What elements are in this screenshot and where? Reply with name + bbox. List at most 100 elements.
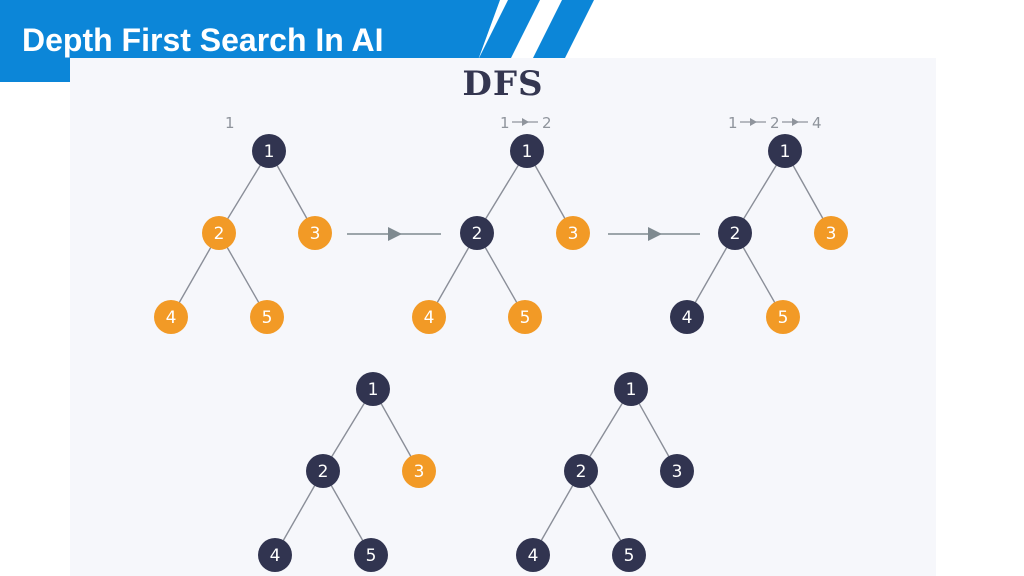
visited-node-circle xyxy=(356,372,390,406)
header-banner-stripe xyxy=(478,0,540,60)
traversal-path-arrowhead xyxy=(792,118,799,126)
unvisited-node-circle xyxy=(202,216,236,250)
traversal-path-node: 1 xyxy=(225,114,235,132)
tree-node: 1 xyxy=(510,134,544,168)
tree-node-label: 5 xyxy=(262,308,273,328)
tree-node-label: 4 xyxy=(682,308,693,328)
unvisited-node-circle xyxy=(814,216,848,250)
unvisited-node-circle xyxy=(508,300,542,334)
traversal-path-label: 1 xyxy=(225,114,235,132)
traversal-path-arrowhead xyxy=(750,118,757,126)
tree-node-label: 4 xyxy=(166,308,177,328)
unvisited-node-circle xyxy=(154,300,188,334)
tree-node-label: 2 xyxy=(576,462,587,482)
traversal-path-node: 1 xyxy=(500,114,510,132)
visited-node-circle xyxy=(768,134,802,168)
step-arrow xyxy=(608,227,700,241)
tree-node: 3 xyxy=(660,454,694,488)
tree-node: 5 xyxy=(612,538,646,572)
visited-node-circle xyxy=(252,134,286,168)
unvisited-node-circle xyxy=(250,300,284,334)
tree-node: 3 xyxy=(298,216,332,250)
tree-node-label: 4 xyxy=(528,546,539,566)
visited-node-circle xyxy=(306,454,340,488)
dfs-step-tree: 1 2 3 4 5 xyxy=(258,372,436,572)
tree-node-label: 3 xyxy=(568,224,579,244)
visited-node-circle xyxy=(258,538,292,572)
tree-node: 1 xyxy=(252,134,286,168)
tree-node-label: 1 xyxy=(264,142,275,162)
tree-node: 4 xyxy=(258,538,292,572)
step-arrow xyxy=(347,227,441,241)
tree-node-label: 2 xyxy=(472,224,483,244)
tree-node-label: 1 xyxy=(522,142,533,162)
unvisited-node-circle xyxy=(412,300,446,334)
tree-node-label: 3 xyxy=(826,224,837,244)
tree-node: 2 xyxy=(718,216,752,250)
tree-node: 1 xyxy=(356,372,390,406)
tree-node: 2 xyxy=(564,454,598,488)
header-banner-stripe xyxy=(532,0,594,60)
unvisited-node-circle xyxy=(556,216,590,250)
traversal-path-node: 1 xyxy=(728,114,738,132)
tree-node-label: 2 xyxy=(730,224,741,244)
visited-node-circle xyxy=(510,134,544,168)
tree-node: 2 xyxy=(306,454,340,488)
tree-node-label: 1 xyxy=(626,380,637,400)
tree-node-label: 5 xyxy=(624,546,635,566)
visited-node-circle xyxy=(718,216,752,250)
visited-node-circle xyxy=(612,538,646,572)
traversal-path-node: 2 xyxy=(542,114,552,132)
tree-node-label: 1 xyxy=(368,380,379,400)
tree-node-label: 5 xyxy=(520,308,531,328)
traversal-path-node: 4 xyxy=(812,114,822,132)
tree-node: 4 xyxy=(670,300,704,334)
visited-node-circle xyxy=(460,216,494,250)
tree-node-label: 3 xyxy=(310,224,321,244)
tree-node: 5 xyxy=(508,300,542,334)
visited-node-circle xyxy=(614,372,648,406)
diagram-title: DFS xyxy=(462,64,544,104)
tree-node-label: 3 xyxy=(414,462,425,482)
tree-node: 5 xyxy=(354,538,388,572)
tree-node-label: 1 xyxy=(780,142,791,162)
tree-node-label: 4 xyxy=(424,308,435,328)
unvisited-node-circle xyxy=(298,216,332,250)
unvisited-node-circle xyxy=(402,454,436,488)
tree-node: 4 xyxy=(154,300,188,334)
tree-node: 1 xyxy=(768,134,802,168)
visited-node-circle xyxy=(670,300,704,334)
tree-node-label: 5 xyxy=(366,546,377,566)
tree-node-label: 4 xyxy=(270,546,281,566)
tree-node-label: 3 xyxy=(672,462,683,482)
visited-node-circle xyxy=(354,538,388,572)
tree-node: 5 xyxy=(766,300,800,334)
tree-node: 4 xyxy=(412,300,446,334)
dfs-step-tree: 1 2 3 4 5 1 xyxy=(154,114,332,334)
tree-node: 4 xyxy=(516,538,550,572)
tree-node: 5 xyxy=(250,300,284,334)
tree-node: 3 xyxy=(556,216,590,250)
tree-node: 3 xyxy=(402,454,436,488)
visited-node-circle xyxy=(516,538,550,572)
tree-node-label: 2 xyxy=(214,224,225,244)
tree-node-label: 2 xyxy=(318,462,329,482)
tree-node-label: 5 xyxy=(778,308,789,328)
step-arrow-head xyxy=(648,227,662,241)
tree-node: 2 xyxy=(460,216,494,250)
visited-node-circle xyxy=(660,454,694,488)
tree-node: 2 xyxy=(202,216,236,250)
tree-node: 3 xyxy=(814,216,848,250)
page-title: Depth First Search In AI xyxy=(22,22,384,58)
dfs-step-tree: 1 2 3 4 5 xyxy=(516,372,694,572)
visited-node-circle xyxy=(564,454,598,488)
tree-node: 1 xyxy=(614,372,648,406)
step-arrow-head xyxy=(388,227,402,241)
unvisited-node-circle xyxy=(766,300,800,334)
traversal-path-arrowhead xyxy=(522,118,529,126)
